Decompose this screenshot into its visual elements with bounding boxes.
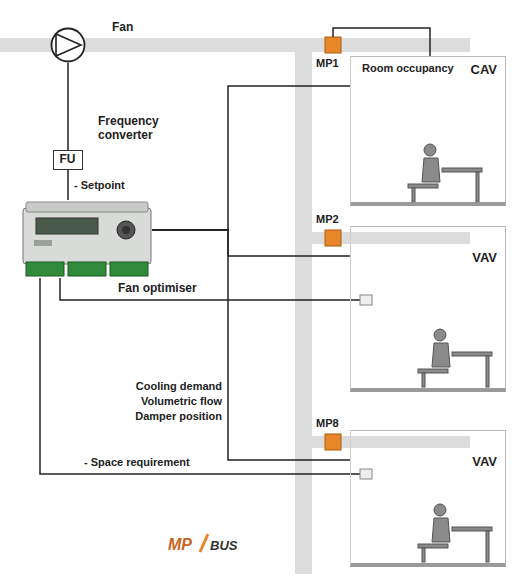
node-label: CAV [471,63,497,78]
node-label: VAV [472,455,497,470]
bus-logo-text: BUS [210,539,237,554]
converter-box: FUFrequency converter [53,150,83,170]
damper-actuator [325,230,341,246]
room-outline: CAV [350,56,506,206]
room-outline: VAV [350,430,506,567]
bus-wire [67,63,69,150]
bus-wire [152,86,350,230]
signal-name: Volumetric flow [141,395,222,408]
logo-slash [200,534,208,552]
bus-logo-text: MP [168,536,192,554]
damper-actuator [325,37,341,53]
fan-optimiser-device: Fan optimiser [22,200,152,278]
node-label: Fan [112,21,133,35]
bus-wire [152,230,350,256]
actuator-name: MP2 [316,213,339,226]
signal-name: - Setpoint [74,179,125,192]
signal-name: Damper position [135,410,222,423]
bus-wire [152,230,350,460]
node-label: Fan optimiser [118,282,197,296]
person-figure [408,144,492,562]
damper-actuator [325,434,341,450]
occupancy-wire [333,28,430,56]
room-outline: VAV [350,226,506,392]
fan-circle [50,27,86,63]
node-label: VAV [472,251,497,266]
riser-duct [295,38,312,574]
device-drawing [22,200,152,278]
sensor-wire [40,278,360,474]
signal-name: Cooling demand [136,380,222,393]
node-heading: Frequency converter [98,115,170,143]
sensor-wire [60,278,360,300]
node-label: FU [60,153,76,167]
signal-name: Room occupancy [362,62,454,75]
fan-symbol: Fan [50,27,86,63]
room-sensor [360,469,372,479]
actuator-name: MP8 [316,417,339,430]
bus-wire [67,170,69,200]
actuator-name: MP1 [316,57,339,70]
signal-name: - Space requirement [84,456,190,469]
room-sensor [360,295,372,305]
